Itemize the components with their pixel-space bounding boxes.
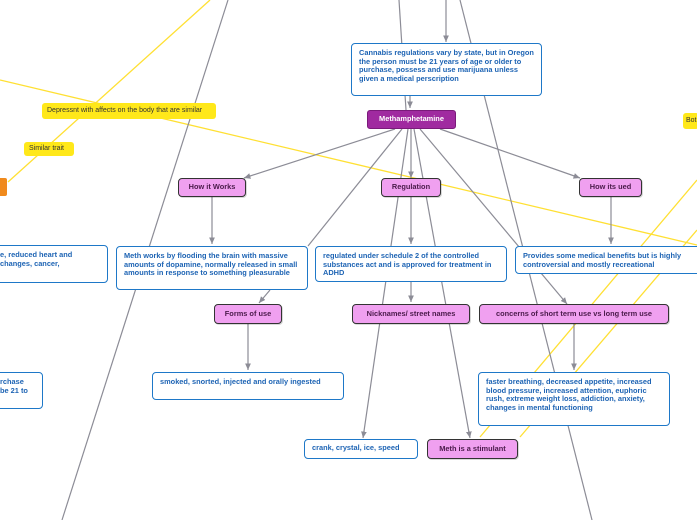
subtopic-regulation-label: Regulation — [391, 182, 431, 192]
subtopic-regulation[interactable]: Regulation — [381, 178, 441, 197]
tag-both[interactable]: Bot — [683, 113, 697, 129]
tag-depressant-text: Depressnt with affects on the body that … — [47, 106, 203, 114]
connector-line — [361, 128, 409, 439]
tag-similar-trait-text: Similar trait — [29, 144, 65, 152]
tag-similar-trait[interactable]: Similar trait — [24, 142, 74, 156]
subtopic-meth-stimulant-label: Meth is a stimulant — [439, 443, 506, 453]
detail-nicknames[interactable]: crank, crystal, ice, speed — [304, 439, 418, 459]
subtopic-nicknames-label: Nicknames/ street names — [366, 308, 456, 318]
detail-how-its-used[interactable]: Provides some medical benefits but is hi… — [515, 246, 697, 274]
detail-how-it-works[interactable]: Meth works by flooding the brain with ma… — [116, 246, 308, 290]
connector-line — [439, 128, 581, 179]
connector-line — [243, 128, 396, 179]
central-topic[interactable]: Methamphetamine — [367, 110, 456, 129]
detail-short-vs-long-term[interactable]: faster breathing, decreased appetite, in… — [478, 372, 670, 426]
connector-line — [258, 289, 271, 304]
subtopic-forms-of-use-label: Forms of use — [224, 308, 272, 318]
central-topic-label: Methamphetamine — [379, 114, 444, 124]
detail-regulation[interactable]: regulated under schedule 2 of the contro… — [315, 246, 507, 282]
tag-both-text: Bot — [686, 116, 697, 124]
left-effects-box[interactable]: e, reduced heart and changes, cancer, — [0, 245, 108, 283]
subtopic-short-vs-long-term-label: concerns of short term use vs long term … — [495, 308, 653, 318]
cannabis-regulation-note[interactable]: Cannabis regulations vary by state, but … — [351, 43, 542, 96]
offscreen-node[interactable] — [0, 178, 7, 196]
subtopic-forms-of-use[interactable]: Forms of use — [214, 304, 282, 324]
subtopic-how-its-used[interactable]: How its ued — [579, 178, 642, 197]
connector-line — [419, 128, 568, 305]
subtopic-how-its-used-label: How its ued — [589, 182, 632, 192]
connector-line — [413, 128, 472, 439]
left-purchase-box[interactable]: rchase be 21 to — [0, 372, 43, 409]
tag-depressant[interactable]: Depressnt with affects on the body that … — [42, 103, 216, 119]
detail-forms-of-use[interactable]: smoked, snorted, injected and orally ing… — [152, 372, 344, 400]
subtopic-meth-stimulant[interactable]: Meth is a stimulant — [427, 439, 518, 459]
connector-line — [307, 128, 403, 247]
subtopic-how-it-works[interactable]: How it Works — [178, 178, 246, 197]
subtopic-short-vs-long-term[interactable]: concerns of short term use vs long term … — [479, 304, 669, 324]
subtopic-how-it-works-label: How it Works — [188, 182, 236, 192]
subtopic-nicknames[interactable]: Nicknames/ street names — [352, 304, 470, 324]
